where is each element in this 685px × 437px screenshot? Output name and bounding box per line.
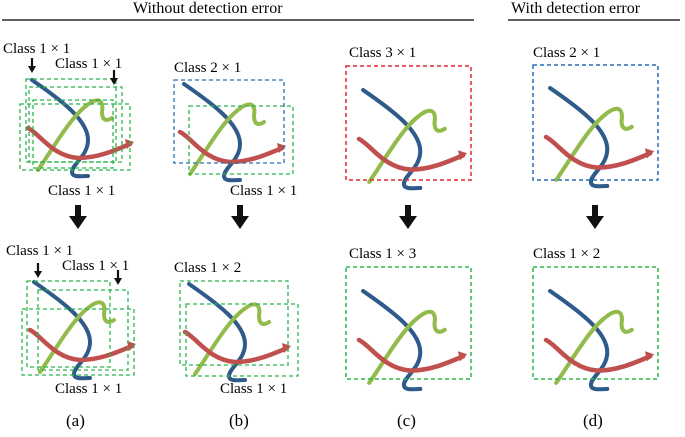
box-b-bot-1	[179, 280, 289, 366]
box-a-bot-1	[26, 280, 111, 368]
label-d-top: Class 2 × 1	[533, 45, 601, 61]
down-arrow-b	[231, 205, 249, 229]
box-a-bot-2	[37, 289, 129, 371]
panel-c-bottom	[345, 266, 472, 389]
panel-c-top	[345, 65, 472, 188]
box-b-top-blue	[173, 79, 285, 164]
box-a-top-3	[19, 103, 131, 171]
box-b-top-green	[188, 105, 294, 175]
label-b-bot-1: Class 1 × 2	[174, 260, 242, 276]
pointer-arrow-a-top-2	[110, 70, 118, 85]
label-a-bot-3: Class 1 × 1	[55, 381, 123, 397]
pointer-arrow-a-bot-1	[34, 263, 42, 278]
header-with-error: With detection error	[511, 0, 641, 17]
header-without-error: Without detection error	[133, 0, 283, 17]
down-arrow-d	[586, 205, 604, 229]
box-b-bot-2	[185, 303, 299, 377]
panel-b-bottom	[179, 280, 299, 380]
box-a-bot-3	[21, 308, 135, 376]
caption-d: (d)	[583, 411, 603, 430]
caption-c: (c)	[397, 411, 416, 430]
panel-a-top	[19, 58, 134, 176]
box-d-top-blue	[532, 64, 659, 181]
label-a-top-1: Class 1 × 1	[3, 41, 71, 57]
label-a-top-2: Class 1 × 1	[55, 56, 123, 72]
down-arrow-c	[399, 205, 417, 229]
box-a-top-4	[32, 99, 114, 169]
panel-a-bottom	[21, 263, 136, 378]
label-a-top-3: Class 1 × 1	[48, 183, 116, 199]
label-c-top: Class 3 × 1	[349, 45, 417, 61]
label-d-bot: Class 1 × 2	[533, 246, 601, 262]
panel-d-bottom	[532, 266, 659, 389]
panel-b-top	[173, 79, 294, 180]
caption-a: (a)	[66, 411, 85, 430]
label-c-bot: Class 1 × 3	[349, 246, 417, 262]
label-a-bot-2: Class 1 × 1	[62, 258, 130, 274]
label-a-bot-1: Class 1 × 1	[6, 243, 74, 259]
label-b-top-1: Class 2 × 1	[174, 60, 242, 76]
pointer-arrow-a-top-1	[28, 58, 36, 73]
caption-b: (b)	[229, 411, 249, 430]
box-c-top-red	[345, 65, 472, 181]
pointer-arrow-a-bot-2	[114, 270, 122, 285]
label-b-bot-2: Class 1 × 1	[220, 381, 288, 397]
down-arrow-a	[69, 205, 87, 229]
panel-d-top	[532, 64, 659, 186]
label-b-top-2: Class 1 × 1	[230, 183, 298, 199]
